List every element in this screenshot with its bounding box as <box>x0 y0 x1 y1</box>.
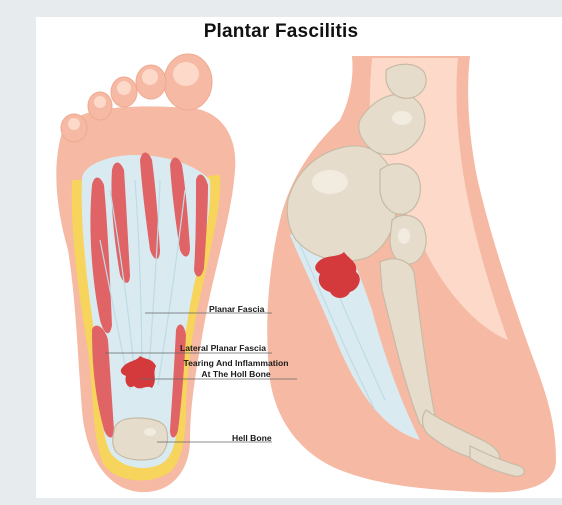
label-tearing-line2: At The Holl Bone <box>175 369 297 380</box>
label-lateral-planar-fascia: Lateral Planar Fascia <box>180 343 266 353</box>
label-tearing-inflammation: Tearing And Inflammation At The Holl Bon… <box>175 358 297 380</box>
sole-view <box>56 54 235 492</box>
heel-bone-sole <box>113 418 168 460</box>
diagram-title: Plantar Fascilitis <box>0 21 562 43</box>
label-hell-bone: Hell Bone <box>232 433 272 443</box>
label-planar-fascia: Planar Fascia <box>209 304 264 314</box>
label-tearing-line1: Tearing And Inflammation <box>175 358 297 369</box>
side-view <box>267 56 556 492</box>
